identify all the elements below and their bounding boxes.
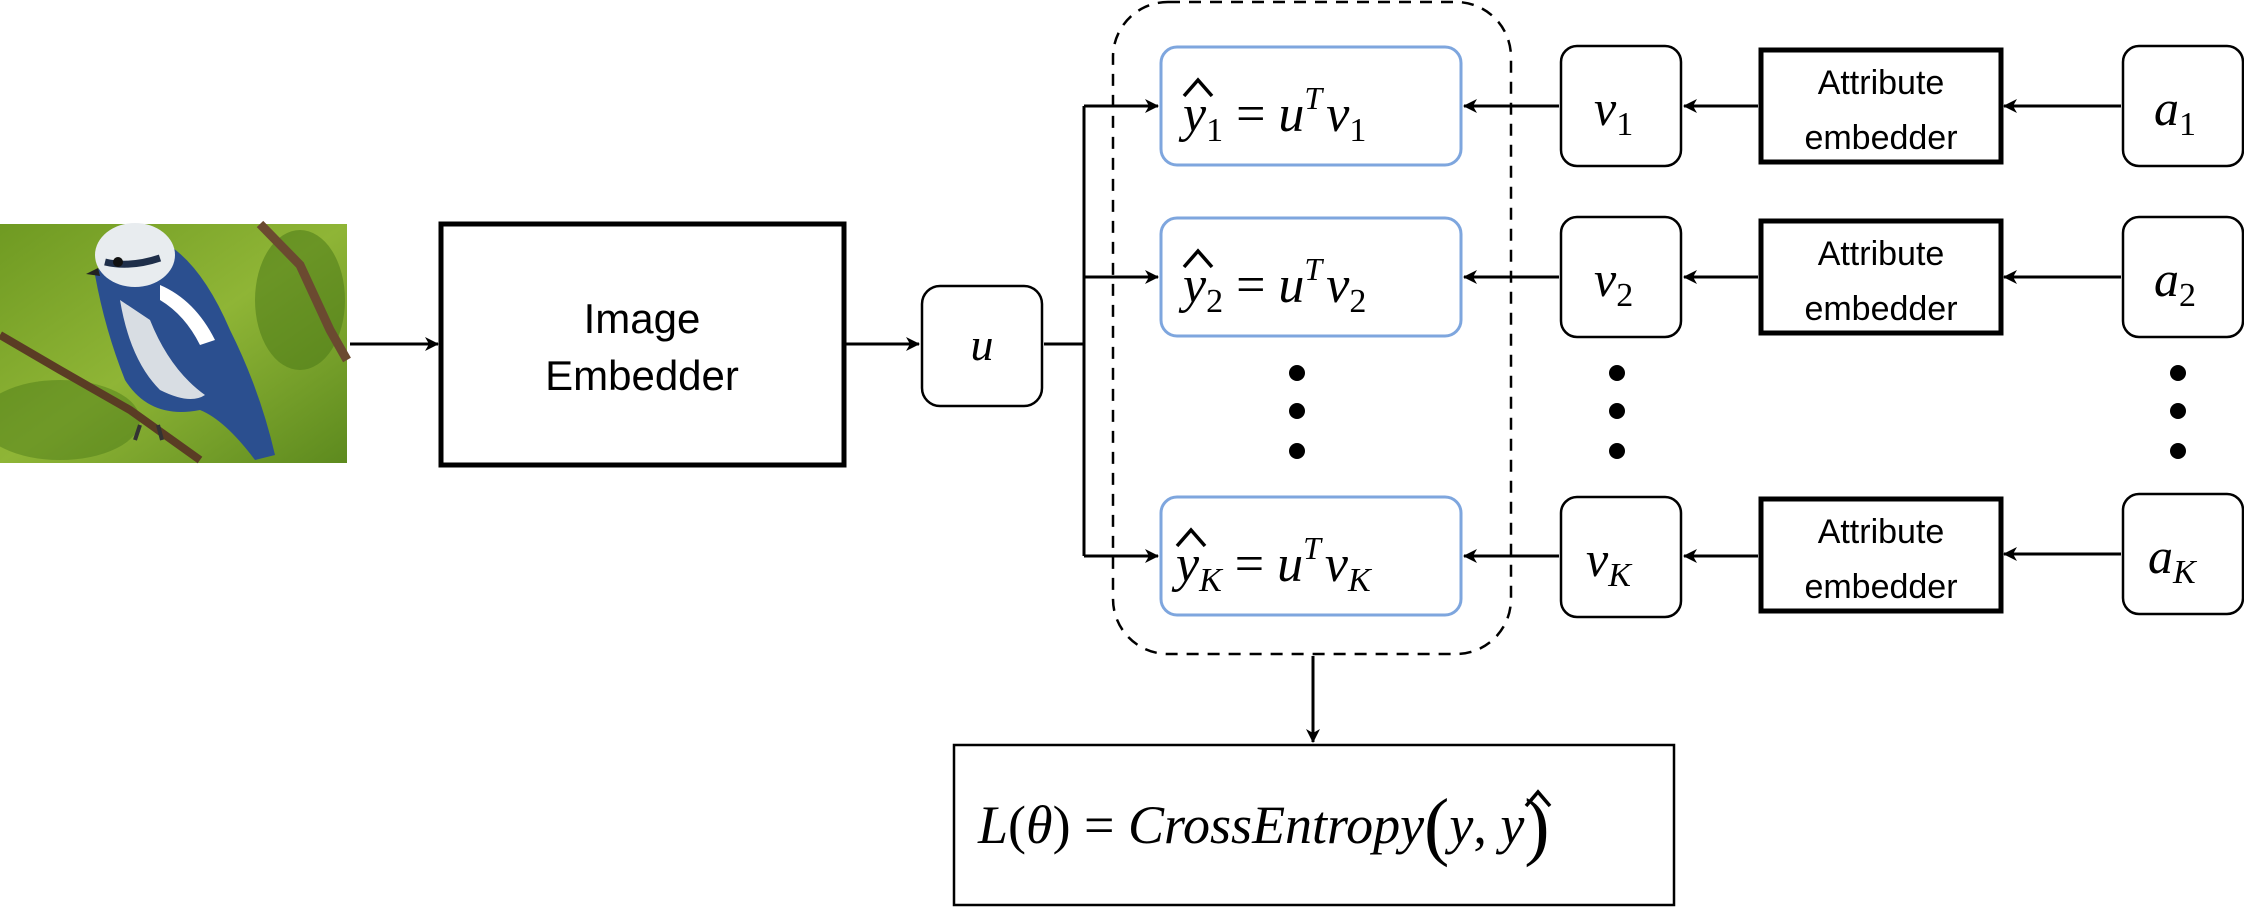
- connectors: [350, 99, 2121, 743]
- vector-vk-box: vK: [1559, 495, 1683, 619]
- vector-v1-symbol: v1: [1594, 80, 1633, 143]
- loss-box: L(θ) = CrossEntropy(y, y): [952, 743, 1676, 907]
- bird-image: [0, 220, 351, 464]
- prediction-1-formula: y1 = uTv1: [1178, 80, 1366, 149]
- image-embedder-label-line1: Image: [584, 295, 701, 342]
- prediction-ellipsis-dots: [1289, 365, 1305, 459]
- vector-ellipsis-dots: [1609, 365, 1625, 459]
- embedding-u-symbol: u: [971, 319, 994, 370]
- hat-k: [1175, 527, 1207, 548]
- attribute-a1-symbol: a1: [2154, 80, 2196, 143]
- vector-v2-symbol: v2: [1594, 251, 1633, 314]
- attribute-a2-symbol: a2: [2154, 251, 2196, 314]
- attribute-a2-box: a2: [2121, 215, 2244, 339]
- hat-2: [1182, 248, 1214, 269]
- attribute-embedder-1-label-line2: embedder: [1804, 119, 1957, 157]
- vector-v2-box: v2: [1559, 215, 1683, 339]
- attribute-embedder-box-2: Attribute embedder: [1758, 218, 2004, 336]
- attribute-ak-box: aK: [2121, 492, 2244, 616]
- embedding-u-box: u: [920, 284, 1044, 408]
- attribute-embedder-2-label-line2: embedder: [1804, 290, 1957, 328]
- prediction-box-2: y2 = uTv2: [1159, 216, 1463, 338]
- attribute-ellipsis-dots: [2170, 365, 2186, 459]
- image-embedder-label-line2: Embedder: [545, 352, 739, 399]
- prediction-box-k: yK = uTvK: [1159, 495, 1463, 617]
- prediction-box-1: y1 = uTv1: [1159, 45, 1463, 167]
- prediction-group-dashed: [1111, 0, 1513, 656]
- attribute-embedder-2-label-line1: Attribute: [1818, 235, 1945, 273]
- vector-v1-box: v1: [1559, 44, 1683, 168]
- prediction-2-formula: y2 = uTv2: [1178, 251, 1366, 320]
- attribute-embedder-box-k: Attribute embedder: [1758, 496, 2004, 614]
- attribute-embedder-k-label-line2: embedder: [1804, 568, 1957, 606]
- hat-1: [1182, 77, 1214, 98]
- attribute-embedder-1-label-line1: Attribute: [1818, 64, 1945, 102]
- loss-hat: [1524, 789, 1552, 808]
- prediction-k-formula: yK = uTvK: [1171, 530, 1373, 599]
- attribute-embedder-k-label-line1: Attribute: [1818, 513, 1945, 551]
- loss-formula: L(θ) = CrossEntropy(y, y): [977, 784, 1550, 868]
- image-embedder-box: Image Embedder: [438, 221, 847, 468]
- attribute-ak-symbol: aK: [2148, 528, 2198, 591]
- attribute-embedder-box-1: Attribute embedder: [1758, 47, 2004, 165]
- vector-vk-symbol: vK: [1586, 531, 1633, 594]
- attribute-a1-box: a1: [2121, 44, 2244, 168]
